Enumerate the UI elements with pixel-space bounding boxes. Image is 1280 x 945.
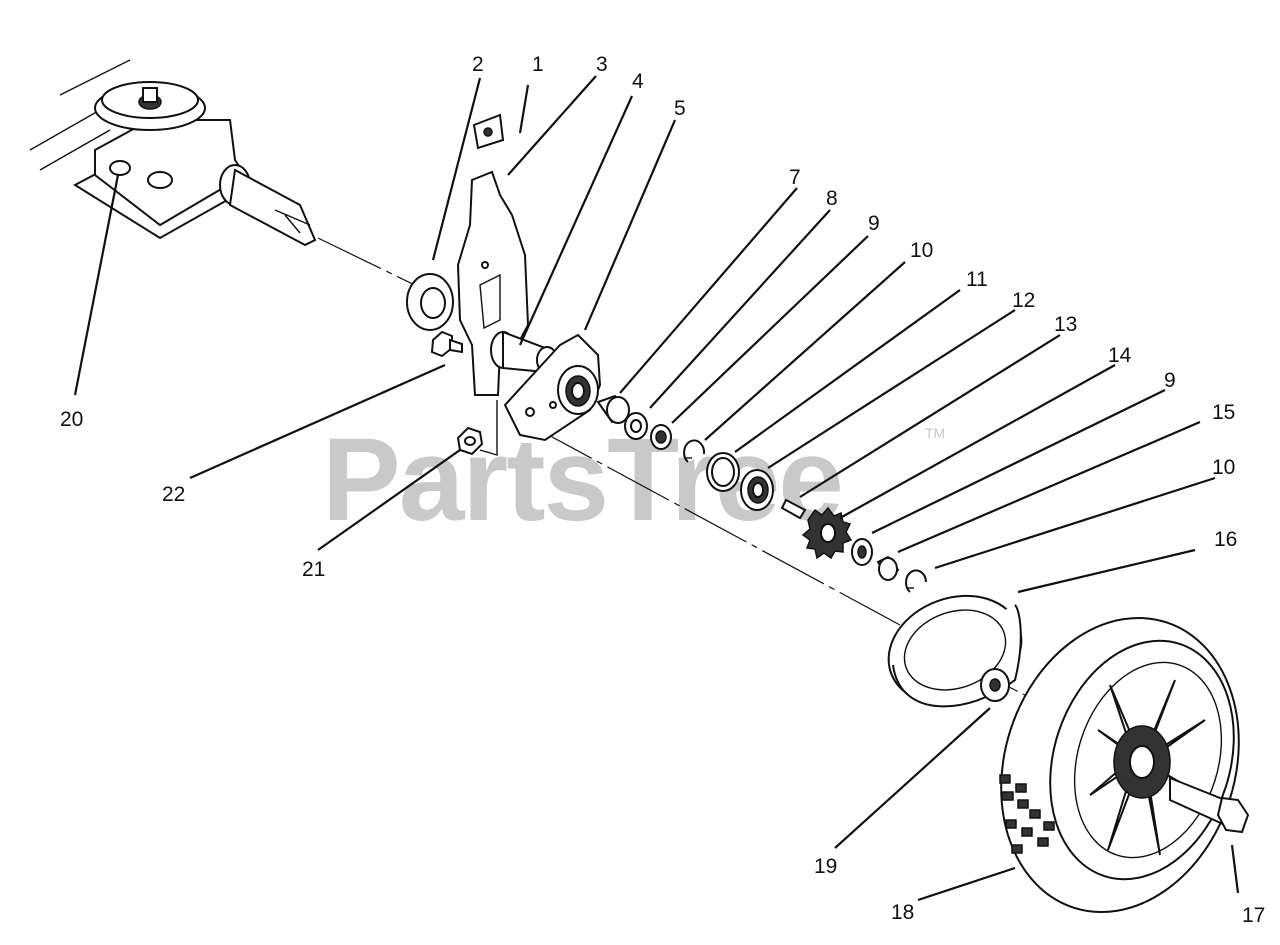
- callout-label: 22: [162, 483, 185, 506]
- bushing-part-15[interactable]: [876, 555, 900, 581]
- transmission-part-20[interactable]: [29, 59, 317, 247]
- callout-labels: 2 1 3 4 5 7 8 9 10 11 12 13 14 9 15 10 1…: [60, 53, 1265, 927]
- callout-label: 8: [826, 187, 838, 210]
- bolt-part-22[interactable]: [430, 330, 463, 358]
- callout-label: 4: [632, 70, 644, 93]
- callout-label: 16: [1214, 528, 1237, 551]
- callout-label: 18: [891, 901, 914, 924]
- callout-label: 3: [596, 53, 608, 76]
- callout-label: 17: [1242, 904, 1265, 927]
- ring-part-11[interactable]: [706, 452, 740, 492]
- callout-label: 15: [1212, 401, 1235, 424]
- bearing-part-12[interactable]: [740, 469, 774, 511]
- tire-tread: [999, 774, 1055, 854]
- callout-label: 12: [1012, 289, 1035, 312]
- callout-label: 2: [472, 53, 484, 76]
- callout-label: 9: [868, 212, 880, 235]
- callout-label: 7: [789, 166, 801, 189]
- callout-label: 20: [60, 408, 83, 431]
- washer-part-8[interactable]: [624, 412, 648, 440]
- wheel-plate-part-5[interactable]: [503, 333, 602, 442]
- callout-label: 10: [1212, 456, 1235, 479]
- callout-label: 1: [532, 53, 544, 76]
- callout-label: 19: [814, 855, 837, 878]
- callout-label: 14: [1108, 344, 1132, 367]
- seal-part-2[interactable]: [406, 273, 454, 331]
- axle-bolt-part-17[interactable]: [1169, 776, 1250, 834]
- callout-label: 5: [674, 97, 686, 120]
- washer-part-9-inner[interactable]: [650, 424, 672, 450]
- callout-label: 9: [1164, 369, 1176, 392]
- leader-lines: [73, 75, 1240, 902]
- washer-part-9-outer[interactable]: [851, 538, 873, 566]
- watermark-trademark: TM: [925, 425, 945, 441]
- hubcap-part-16[interactable]: [873, 578, 1036, 722]
- callout-label: 13: [1054, 313, 1077, 336]
- wheel-part-18[interactable]: [964, 587, 1275, 943]
- bushing-part-7[interactable]: [596, 394, 630, 424]
- callout-label: 10: [910, 239, 933, 262]
- clip-part-1[interactable]: [472, 113, 505, 150]
- gear-part-14[interactable]: [801, 506, 853, 560]
- callout-label: 21: [302, 558, 325, 581]
- e-clip-part-10-inner[interactable]: [683, 439, 706, 463]
- key-part-13[interactable]: [780, 498, 807, 520]
- callout-label: 11: [966, 268, 988, 291]
- e-clip-part-10-outer[interactable]: [905, 569, 927, 593]
